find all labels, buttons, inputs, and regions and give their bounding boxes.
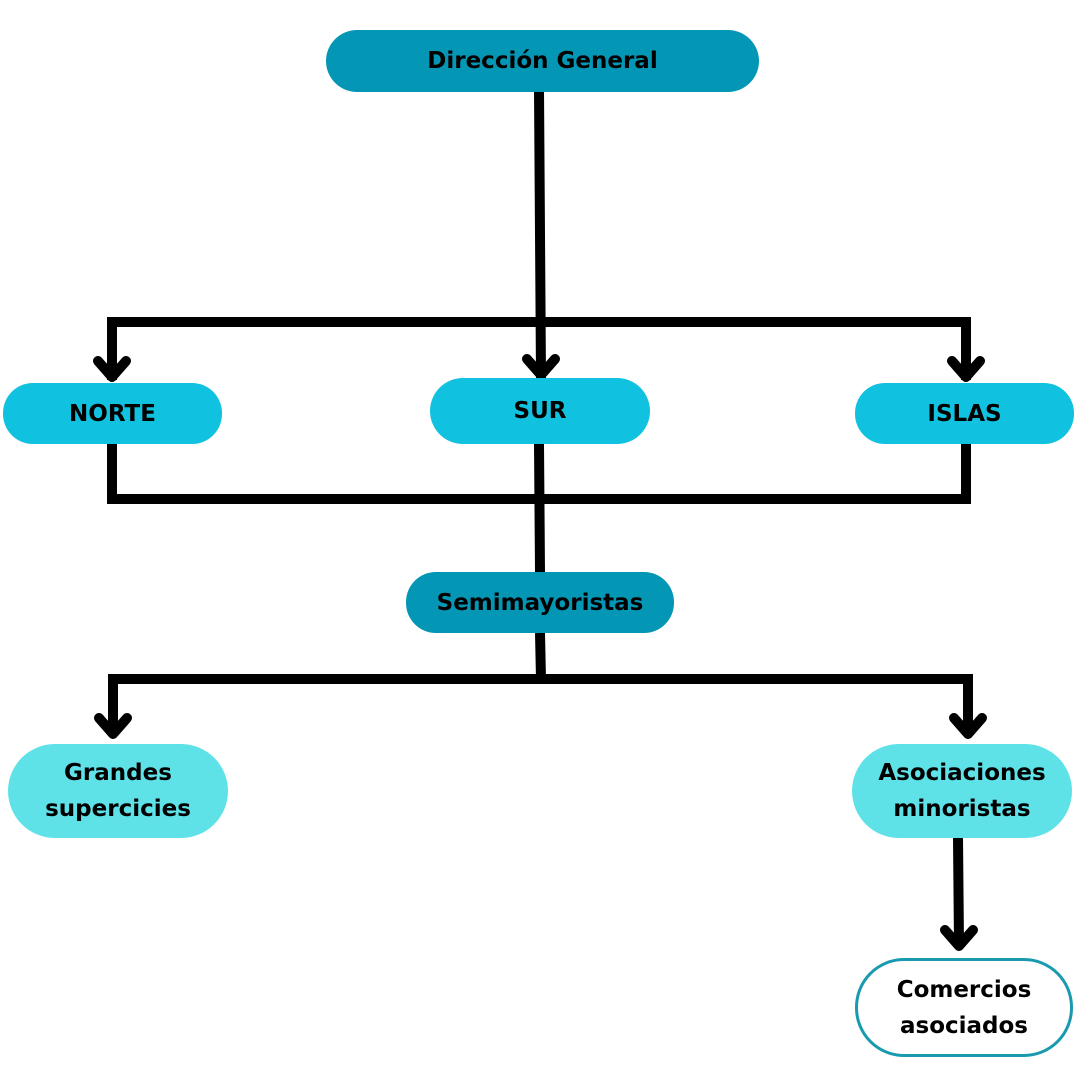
node-islas-label: ISLAS bbox=[927, 400, 1002, 427]
node-direccion-general-label: Dirección General bbox=[427, 48, 658, 74]
asoc-to-comercios-line bbox=[953, 837, 964, 946]
node-grandes-superficies: Grandes supercicies bbox=[8, 744, 228, 838]
node-sur-label: SUR bbox=[513, 398, 567, 424]
node-grandes-superficies-label: Grandes supercicies bbox=[45, 760, 191, 822]
node-asociaciones-minoristas: Asociaciones minoristas bbox=[852, 744, 1072, 838]
node-norte-label: NORTE bbox=[69, 400, 156, 427]
arrowhead-comercios bbox=[940, 925, 978, 951]
node-islas: ISLAS bbox=[855, 383, 1074, 444]
node-comercios-asociados: Comercios asociados bbox=[855, 958, 1073, 1057]
node-asociaciones-minoristas-label: Asociaciones minoristas bbox=[878, 760, 1046, 822]
node-semimayoristas: Semimayoristas bbox=[406, 572, 674, 633]
node-sur: SUR bbox=[430, 378, 650, 444]
node-direccion-general: Dirección General bbox=[326, 30, 759, 92]
trunk-line bbox=[534, 89, 546, 379]
arrowhead-islas bbox=[947, 356, 985, 382]
semi-stem-line bbox=[535, 632, 546, 680]
arrowhead-asociaciones bbox=[949, 713, 987, 739]
region-feed-bar bbox=[107, 317, 971, 380]
node-comercios-asociados-label: Comercios asociados bbox=[896, 976, 1032, 1039]
node-semimayoristas-label: Semimayoristas bbox=[436, 589, 644, 616]
sur-to-semi-line bbox=[534, 443, 545, 573]
node-norte: NORTE bbox=[3, 383, 222, 444]
arrowhead-norte bbox=[93, 356, 131, 382]
arrowhead-grandes bbox=[94, 713, 132, 739]
channel-split-bar bbox=[108, 674, 973, 735]
arrowhead-sur bbox=[522, 354, 560, 380]
